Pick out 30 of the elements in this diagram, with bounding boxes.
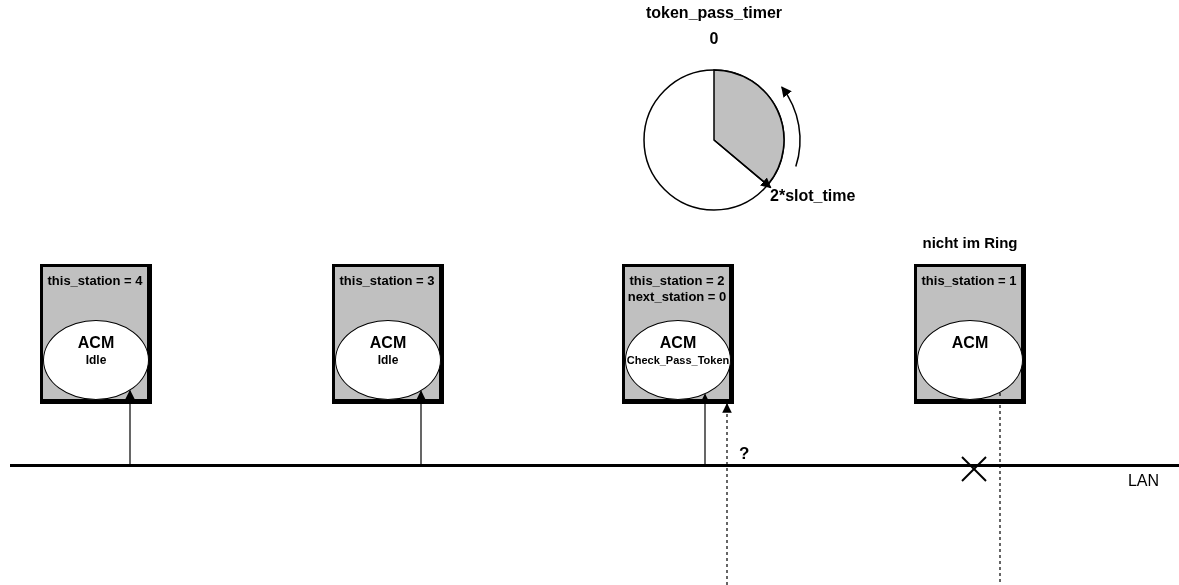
- state-label: Idle: [377, 352, 399, 368]
- station-box: [914, 264, 1026, 404]
- state-ellipse: [335, 320, 441, 400]
- scale-label: 0: [709, 30, 719, 48]
- state-label: Check_Pass_Token: [626, 353, 730, 368]
- state-ellipse: [917, 320, 1023, 400]
- dashed-line: [999, 392, 1001, 585]
- station-box: [332, 264, 444, 404]
- dashed-arrow: [722, 403, 732, 585]
- station-box: [40, 264, 152, 404]
- arrow: [700, 393, 710, 466]
- timer-label: token_pass_timer: [645, 4, 783, 22]
- module-label: ACM: [77, 333, 115, 352]
- module-label: ACM: [951, 333, 989, 352]
- station-label: this_station = 4: [47, 273, 143, 289]
- arrow: [416, 390, 426, 466]
- state-ellipse: [625, 320, 731, 400]
- arrow: [125, 389, 135, 466]
- station-label: next_station = 0: [627, 289, 727, 305]
- node-caption: nicht im Ring: [922, 234, 1018, 251]
- station-label: this_station = 2: [629, 273, 725, 289]
- scale-label: 2*slot_time: [770, 187, 856, 205]
- state-label: Idle: [85, 352, 107, 368]
- network-label: LAN: [1127, 472, 1159, 490]
- module-label: ACM: [659, 333, 697, 352]
- station-label: this_station = 1: [921, 273, 1017, 289]
- state-ellipse: [43, 320, 149, 400]
- station-label: this_station = 3: [339, 273, 435, 289]
- station-box: [622, 264, 734, 404]
- module-label: ACM: [369, 333, 407, 352]
